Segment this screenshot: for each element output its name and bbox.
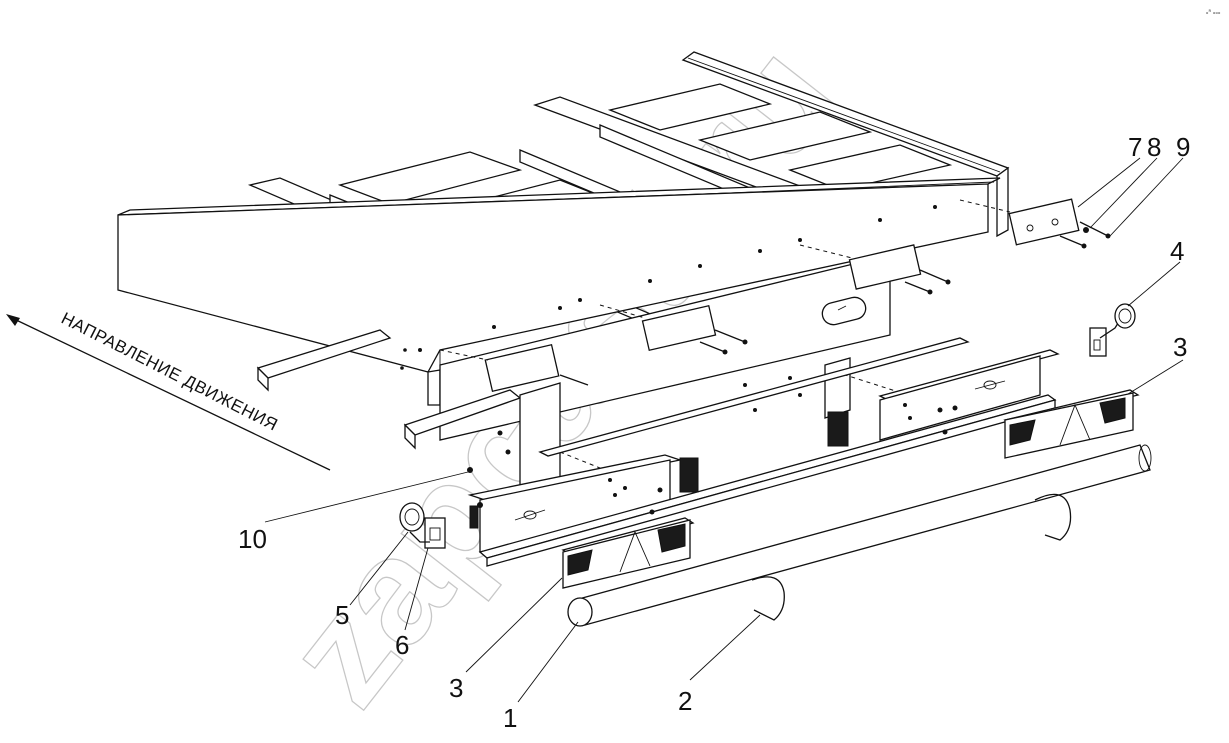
callout-8: 8 [1147, 132, 1161, 162]
callout-7: 7 [1128, 132, 1142, 162]
hooks [751, 493, 1072, 621]
callouts: 7 8 9 4 3 10 5 6 3 1 2 [238, 132, 1190, 733]
callout-4: 4 [1170, 236, 1184, 266]
callout-3-right: 3 [1173, 332, 1187, 362]
vehicle-frame [117, 51, 1010, 491]
side-lamp-right [1089, 303, 1136, 357]
callout-1: 1 [503, 703, 517, 733]
callout-6: 6 [395, 630, 409, 660]
lamp-brackets [439, 198, 1111, 489]
callout-10: 10 [238, 524, 267, 554]
callout-9: 9 [1176, 132, 1190, 162]
leader-lines [264, 157, 1184, 703]
tube [567, 444, 1152, 627]
corner-mark: ₒᴿ ₒₒₒ [1206, 9, 1221, 16]
direction-label: НАПРАВЛЕНИЕ ДВИЖЕНИЯ [58, 309, 281, 435]
rear-beam [467, 337, 1060, 567]
callout-2: 2 [678, 686, 692, 716]
callout-5: 5 [335, 600, 349, 630]
side-lamp-left [399, 502, 446, 549]
callout-3-left: 3 [449, 673, 463, 703]
reflector-blocks [561, 389, 1140, 589]
